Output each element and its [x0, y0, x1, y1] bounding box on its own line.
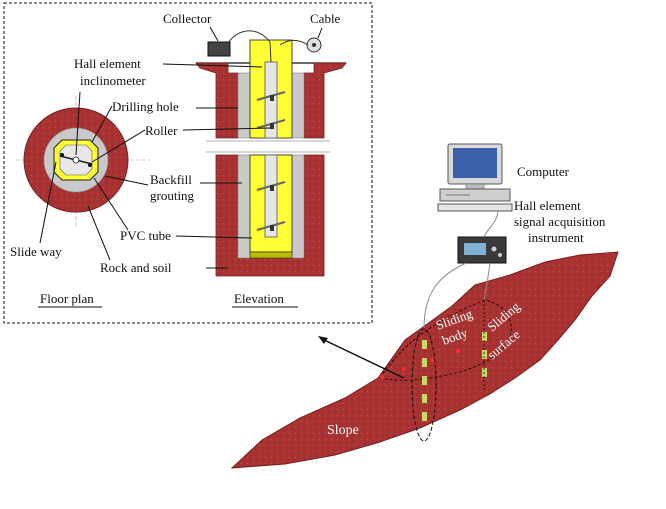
acquisition-label-1: Hall element	[514, 198, 581, 213]
borehole-ellipse	[411, 328, 437, 442]
floor-plan-label: Floor plan	[40, 291, 94, 306]
drilling-hole-label: Drilling hole	[112, 99, 179, 114]
acquisition-label-2: signal acquisition	[514, 214, 606, 229]
collector-cable	[227, 30, 272, 63]
detail-box	[3, 2, 373, 324]
rock-and-soil-label: Rock and soil	[100, 260, 172, 275]
elevation-label: Elevation	[234, 291, 284, 306]
detail-pointer	[319, 337, 405, 379]
borehole-sensors	[422, 332, 487, 421]
floor-plan	[16, 96, 150, 226]
computer-keyboard	[437, 203, 513, 212]
pvc-tube-label: PVC tube	[120, 228, 171, 243]
detail-labels: Collector Cable Hall element inclinomete…	[10, 11, 341, 308]
collector-label: Collector	[163, 11, 212, 26]
acquisition-label-3: instrument	[528, 230, 584, 245]
elevation-rock-upper	[195, 62, 239, 139]
slide-way-label: Slide way	[10, 244, 62, 259]
acquisition-instrument-group: Hall element signal acquisition instrume…	[457, 198, 606, 264]
collector-box	[207, 41, 231, 57]
cables	[423, 209, 499, 329]
slope-label: Slope	[327, 423, 359, 438]
slope-group: Sliding body Sliding surface Slope	[230, 251, 619, 469]
computer-label: Computer	[517, 164, 570, 179]
computer-base	[439, 188, 511, 202]
computer-screen	[453, 148, 497, 178]
backfill-label-1: Backfill	[150, 172, 192, 187]
elevation	[195, 30, 347, 277]
backfill-label-2: grouting	[150, 188, 195, 203]
hall-element-label-1: Hall element	[74, 56, 141, 71]
roller-label: Roller	[145, 123, 178, 138]
hall-element-label-2: inclinometer	[80, 73, 146, 88]
sliding-body-outline	[379, 299, 512, 381]
computer-group: Computer	[437, 143, 570, 212]
elevation-probe-lower	[264, 154, 278, 238]
cable-label: Cable	[310, 11, 341, 26]
